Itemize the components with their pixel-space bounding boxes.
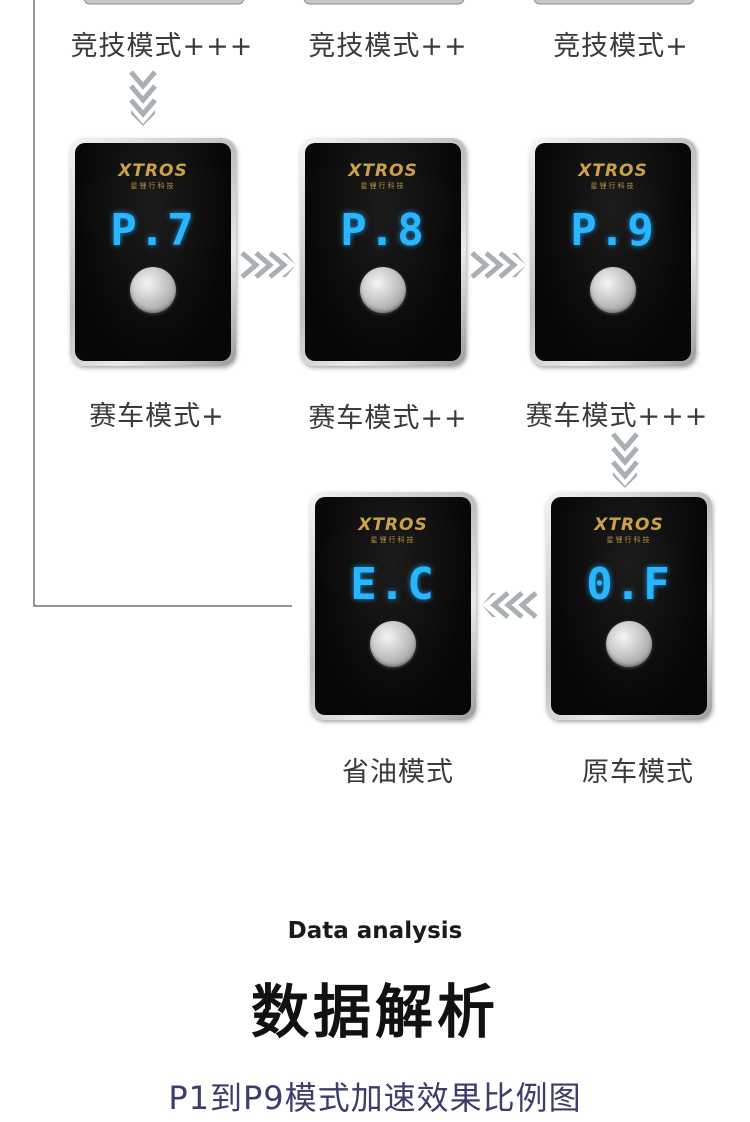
chevron-down-icon: [129, 70, 157, 126]
brand-logo: XTROS: [578, 161, 648, 181]
mode-display: 0.F: [586, 559, 672, 610]
flow-connector-line: [33, 0, 695, 607]
brand-logo: XTROS: [358, 515, 428, 535]
brand-subtitle: 星锂行科技: [606, 536, 652, 544]
mode-label-p8: 赛车模式++: [308, 403, 468, 434]
controller-device-of: XTROS 星锂行科技 0.F: [546, 492, 712, 720]
mode-label-top-1: 竞技模式+++: [70, 31, 254, 62]
control-knob: [590, 267, 636, 313]
brand-subtitle: 星锂行科技: [360, 182, 406, 190]
control-knob: [130, 267, 176, 313]
mode-label-p9: 赛车模式+++: [525, 401, 709, 432]
mode-label-ec: 省油模式: [342, 757, 454, 788]
control-knob: [606, 621, 652, 667]
section-title-chinese: 数据解析: [250, 978, 499, 1046]
controller-device-p7: XTROS 星锂行科技 P.7: [70, 138, 236, 366]
brand-subtitle: 星锂行科技: [370, 536, 416, 544]
chevron-left-icon: [482, 591, 538, 619]
section-title-english: Data analysis: [287, 918, 463, 944]
controller-device-p8: XTROS 星锂行科技 P.8: [300, 138, 466, 366]
brand-logo: XTROS: [594, 515, 664, 535]
brand-logo: XTROS: [348, 161, 418, 181]
controller-device-ec: XTROS 星锂行科技 E.C: [310, 492, 476, 720]
mode-display: P.9: [570, 205, 656, 256]
chevron-right-icon: [470, 251, 526, 279]
mode-label-of: 原车模式: [582, 757, 694, 788]
mode-display: E.C: [350, 559, 436, 610]
mode-label-top-3: 竞技模式+: [553, 31, 689, 62]
chevron-right-icon: [240, 251, 296, 279]
control-knob: [370, 621, 416, 667]
mode-display: P.8: [340, 205, 426, 256]
section-subtitle: P1到P9模式加速效果比例图: [168, 1079, 582, 1117]
chevron-down-icon: [611, 432, 639, 488]
mode-label-p7: 赛车模式+: [89, 401, 225, 432]
brand-subtitle: 星锂行科技: [590, 182, 636, 190]
mode-display: P.7: [110, 205, 196, 256]
control-knob: [360, 267, 406, 313]
brand-logo: XTROS: [118, 161, 188, 181]
mode-label-top-2: 竞技模式++: [308, 31, 468, 62]
controller-device-p9: XTROS 星锂行科技 P.9: [530, 138, 696, 366]
brand-subtitle: 星锂行科技: [130, 182, 176, 190]
